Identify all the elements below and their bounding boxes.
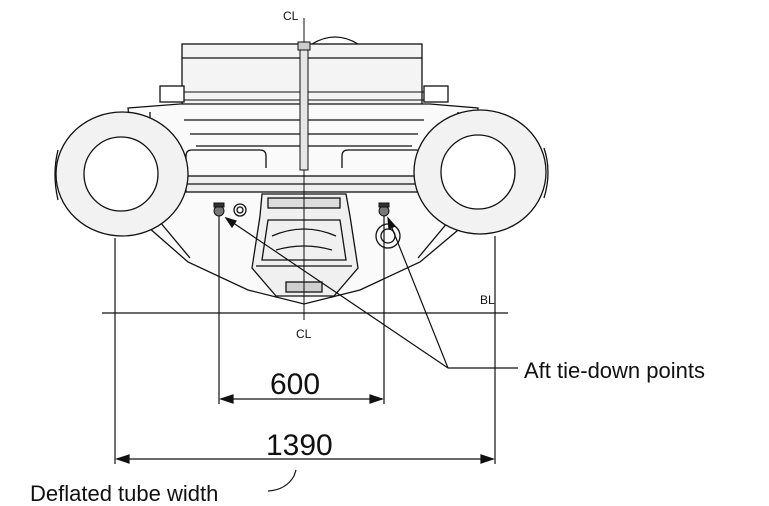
centerline bbox=[297, 18, 311, 320]
dimension-tie-down-spacing bbox=[218, 216, 385, 404]
deflated-tube-width-value: 1390 bbox=[266, 429, 333, 462]
tie-down-spacing-value: 600 bbox=[270, 368, 320, 401]
tube-width-leader-line bbox=[267, 469, 297, 492]
centerline-label-bottom: CL bbox=[296, 327, 312, 341]
tie-down-point-right bbox=[378, 202, 390, 217]
centerline-label-top: CL bbox=[283, 9, 299, 23]
dimension-deflated-tube-width bbox=[114, 236, 496, 464]
tie-down-leader-lines bbox=[224, 216, 518, 369]
tie-down-point-left bbox=[213, 202, 225, 217]
tie-down-callout-label: Aft tie-down points bbox=[524, 358, 705, 383]
boat-hull bbox=[127, 36, 479, 305]
baseline-label: BL bbox=[480, 293, 495, 307]
tube-right bbox=[413, 109, 549, 235]
tube-width-callout-label: Deflated tube width bbox=[30, 481, 218, 506]
tube-left bbox=[54, 111, 189, 237]
